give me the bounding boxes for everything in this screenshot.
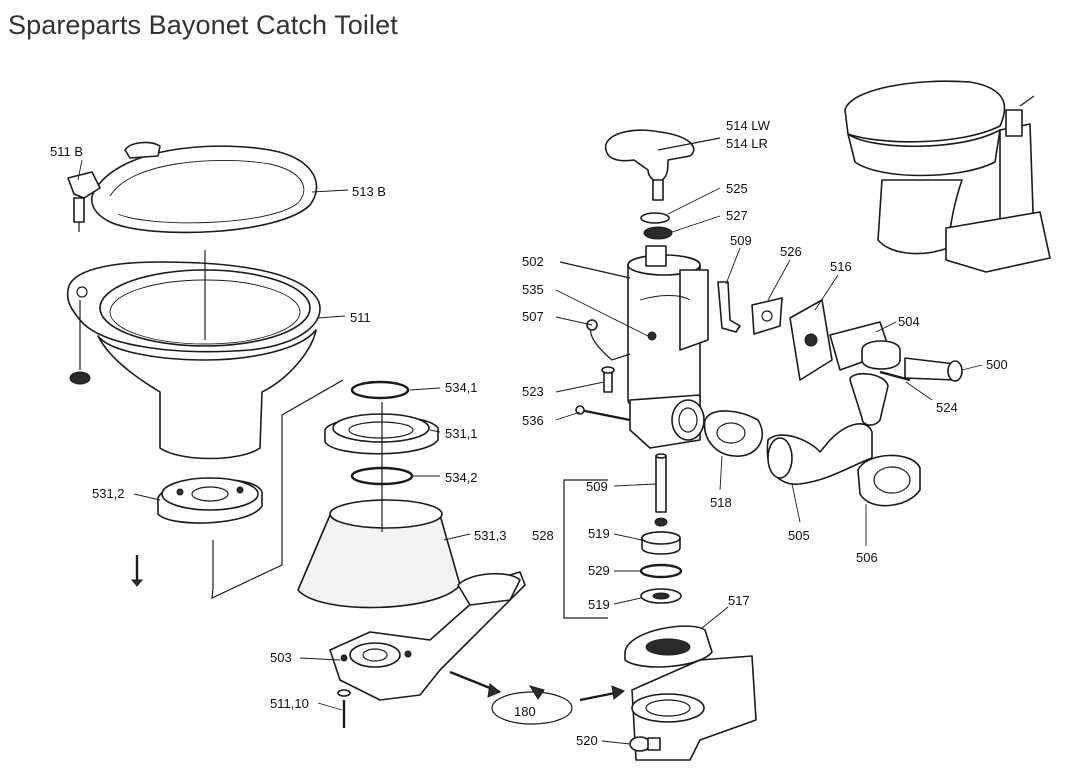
seat-lid-513b[interactable] <box>91 141 318 234</box>
label-514lw: 514 LW <box>726 118 771 133</box>
label-507: 507 <box>522 309 544 324</box>
label-502: 502 <box>522 254 544 269</box>
label-535: 535 <box>522 282 544 297</box>
label-503: 503 <box>270 650 292 665</box>
label-528: 528 <box>532 528 554 543</box>
label-519-bottom: 519 <box>588 597 610 612</box>
valve-plate-516[interactable] <box>789 299 891 381</box>
washer-525[interactable] <box>640 212 670 224</box>
label-518: 518 <box>710 495 732 510</box>
cover-517[interactable] <box>624 625 713 668</box>
flange-531-2[interactable] <box>157 477 263 524</box>
label-509-top: 509 <box>730 233 752 248</box>
label-531-2: 531,2 <box>92 486 125 501</box>
label-180: 180 <box>514 704 536 719</box>
label-534-2: 534,2 <box>445 470 478 485</box>
label-536: 536 <box>522 413 544 428</box>
bowl-body[interactable] <box>97 250 317 460</box>
pump-base-503[interactable] <box>329 571 526 701</box>
pump-cylinder-502[interactable] <box>559 245 709 412</box>
label-509-bottom: 509 <box>586 479 608 494</box>
clamp-507[interactable] <box>586 319 631 361</box>
cone-531-3[interactable] <box>297 402 461 609</box>
piston-rod-509[interactable] <box>655 453 667 513</box>
label-526: 526 <box>780 244 802 259</box>
label-527: 527 <box>726 208 748 223</box>
label-519-top: 519 <box>588 526 610 541</box>
screw[interactable] <box>130 555 144 587</box>
ring-531-1[interactable] <box>324 413 439 455</box>
assembled-toilet <box>844 80 1051 273</box>
label-500: 500 <box>986 357 1008 372</box>
drain-plug-520[interactable] <box>629 736 661 752</box>
piston-519-top[interactable] <box>641 517 681 555</box>
label-516: 516 <box>830 259 852 274</box>
screw-523[interactable] <box>601 366 615 393</box>
label-505: 505 <box>788 528 810 543</box>
leader-lines <box>77 159 983 745</box>
bolt-536[interactable] <box>575 405 631 422</box>
label-525: 525 <box>726 181 748 196</box>
page-title: Spareparts Bayonet Catch Toilet <box>8 10 398 40</box>
outlet-housing[interactable] <box>629 394 705 449</box>
label-523: 523 <box>522 384 544 399</box>
label-534-1: 534,1 <box>445 380 478 395</box>
screw-535[interactable] <box>647 331 657 341</box>
oring-529[interactable] <box>639 563 683 579</box>
bracket-509-top[interactable] <box>717 281 741 333</box>
label-520: 520 <box>576 733 598 748</box>
bolt-511-10[interactable] <box>337 689 351 728</box>
handle-514[interactable] <box>605 129 721 201</box>
label-506: 506 <box>856 550 878 565</box>
label-511: 511 <box>350 310 371 325</box>
flap-valve-518[interactable] <box>703 410 764 457</box>
piston-519-bottom[interactable] <box>640 588 682 604</box>
pump-body-lower[interactable] <box>631 655 757 761</box>
label-517: 517 <box>728 593 750 608</box>
nut[interactable] <box>69 300 91 385</box>
label-531-3: 531,3 <box>474 528 507 543</box>
gasket-526[interactable] <box>751 297 783 335</box>
hose-adapter-504[interactable] <box>849 340 901 426</box>
label-504: 504 <box>898 314 920 329</box>
hose-500[interactable] <box>904 357 963 382</box>
label-513b: 513 B <box>352 184 386 199</box>
label-531-1: 531,1 <box>445 426 478 441</box>
label-511b: 511 B <box>50 144 83 159</box>
oring-534-1[interactable] <box>350 380 410 400</box>
bowl-rim-511[interactable] <box>66 261 321 353</box>
label-524: 524 <box>936 400 958 415</box>
seal-527[interactable] <box>643 226 673 240</box>
elbow-505[interactable] <box>766 423 873 485</box>
hinge-511b[interactable] <box>67 171 101 232</box>
label-514lr: 514 LR <box>726 136 768 151</box>
label-529: 529 <box>588 563 610 578</box>
flange-506[interactable] <box>857 454 921 507</box>
label-511-10: 511,10 <box>270 696 309 711</box>
screw-524[interactable] <box>879 370 911 382</box>
part-labels: 511 B 513 B 511 534,1 531,1 534,2 531,2 … <box>50 118 1008 748</box>
rotate-arrow-180 <box>449 670 625 725</box>
